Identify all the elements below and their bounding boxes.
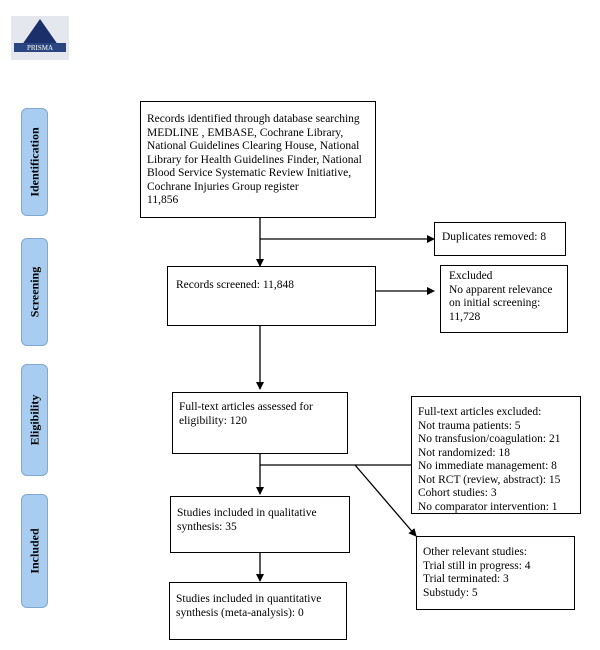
text-line: 11,728 bbox=[449, 310, 481, 323]
text-line: Studies included in quantitative bbox=[176, 593, 322, 605]
arrow-to-other-relevant bbox=[354, 464, 417, 537]
text-line: MEDLINE , EMBASE, Cochrane Library, bbox=[147, 126, 344, 139]
logo-text: PRISMA bbox=[27, 44, 53, 52]
text-line: Not randomized: 18 bbox=[418, 446, 510, 459]
text-line: Records identified through database sear… bbox=[147, 113, 360, 125]
text-line: Trial terminated: 3 bbox=[423, 573, 509, 585]
text-line: Records screened: 11,848 bbox=[176, 279, 295, 291]
text-line: Other relevant studies: bbox=[423, 546, 528, 558]
fulltext-excluded-box: Full-text articles excluded: Not trauma … bbox=[411, 396, 581, 514]
text-line: Cochrane Injuries Group register bbox=[147, 180, 299, 193]
phase-screening: Screening bbox=[21, 238, 48, 346]
phase-eligibility: Eligibility bbox=[21, 364, 48, 476]
text-line: Full-text articles assessed for bbox=[179, 401, 313, 413]
text-line: Not RCT (review, abstract): 15 bbox=[418, 473, 561, 486]
text-line: Substudy: 5 bbox=[423, 586, 478, 599]
text-line: on initial screening: bbox=[449, 297, 541, 309]
other-relevant-studies-box: Other relevant studies: Trial still in p… bbox=[416, 536, 575, 610]
text-line: Blood Service Systematic Review Initiati… bbox=[147, 167, 352, 179]
text-line: Not trauma patients: 5 bbox=[418, 419, 521, 432]
text-line: No immediate management: 8 bbox=[418, 460, 557, 472]
duplicates-removed-box: Duplicates removed: 8 bbox=[434, 222, 566, 256]
records-screened-box: Records screened: 11,848 bbox=[167, 266, 376, 326]
text-line: Library for Health Guidelines Finder, Na… bbox=[147, 153, 362, 166]
text-line: No transfusion/coagulation: 21 bbox=[418, 433, 561, 445]
text-line: 11,856 bbox=[147, 194, 179, 206]
excluded-box: Excluded No apparent relevance on initia… bbox=[440, 265, 568, 333]
text-line: National Guidelines Clearing House, Nati… bbox=[147, 140, 360, 152]
text-line: synthesis (meta-analysis): 0 bbox=[176, 606, 304, 619]
quantitative-synthesis-box: Studies included in quantitative synthes… bbox=[169, 582, 347, 640]
text-line: Full-text articles excluded: bbox=[418, 406, 542, 418]
text-line: Studies included in qualitative bbox=[177, 507, 317, 519]
prisma-logo: PRISMA bbox=[11, 16, 69, 60]
text-line: Cohort studies: 3 bbox=[418, 487, 497, 499]
text-line: eligibility: 120 bbox=[179, 414, 248, 427]
phase-included: Included bbox=[21, 494, 48, 608]
text-line: synthesis: 35 bbox=[177, 520, 237, 533]
text-line: Duplicates removed: 8 bbox=[442, 231, 547, 243]
text-line: Excluded bbox=[449, 270, 493, 282]
qualitative-synthesis-box: Studies included in qualitative synthesi… bbox=[170, 496, 350, 553]
text-line: No comparator intervention: 1 bbox=[418, 500, 558, 513]
text-line: Trial still in progress: 4 bbox=[423, 559, 531, 572]
fulltext-assessed-box: Full-text articles assessed for eligibil… bbox=[172, 392, 348, 454]
text-line: No apparent relevance bbox=[449, 283, 553, 296]
phase-identification: Identification bbox=[21, 108, 48, 216]
records-identified-box: Records identified through database sear… bbox=[140, 101, 376, 218]
